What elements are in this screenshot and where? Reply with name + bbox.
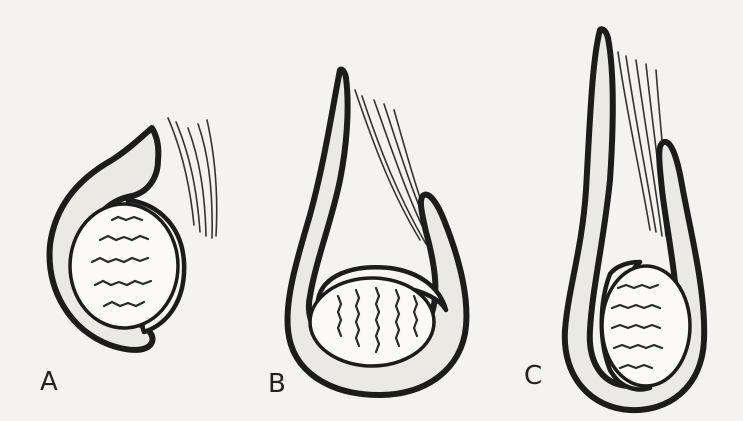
- panel-b-label: B: [268, 369, 286, 399]
- panel-a: A: [40, 118, 217, 397]
- panel-a-core: [70, 204, 178, 328]
- panel-b: B: [268, 69, 466, 399]
- panel-c-label: C: [524, 361, 542, 391]
- panel-a-hairs: [168, 118, 217, 238]
- panel-c: C: [524, 29, 704, 410]
- panel-a-label: A: [40, 367, 58, 397]
